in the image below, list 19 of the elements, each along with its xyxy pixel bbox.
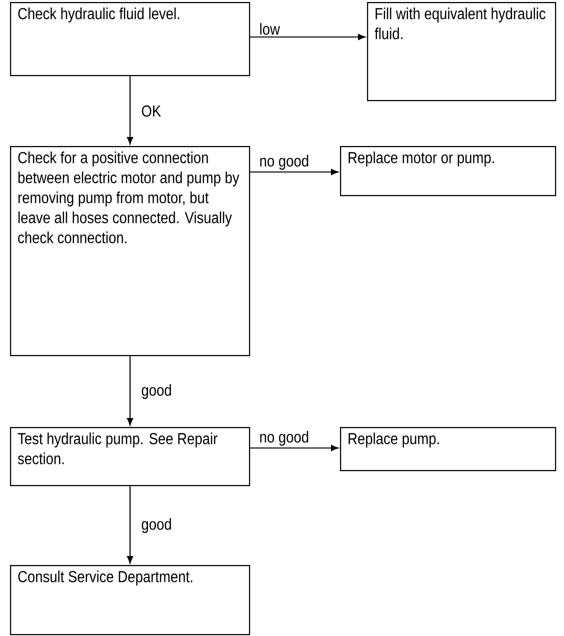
edge-label: good xyxy=(142,518,171,533)
arrow xyxy=(250,168,338,176)
process-box: Check hydraulic fluid level. xyxy=(10,2,250,76)
arrow xyxy=(126,356,134,426)
edge-label: no good xyxy=(260,154,308,170)
edge-label: no good xyxy=(260,430,308,446)
arrow xyxy=(250,34,366,40)
edge-label: OK xyxy=(142,105,161,117)
process-box: Replace pump. xyxy=(340,427,556,472)
arrow xyxy=(126,76,134,144)
process-box: Fill with equivalent hydraulic fluid. xyxy=(367,2,556,102)
arrow xyxy=(126,486,134,564)
process-box: Consult Service Department. xyxy=(10,565,250,636)
process-box: Replace motor or pump. xyxy=(340,146,556,196)
process-box: Test hydraulic pump. See Repair section. xyxy=(10,427,250,486)
edge-label: good xyxy=(142,384,171,399)
edge-label: low xyxy=(260,23,280,35)
arrow xyxy=(250,444,338,452)
process-box: Check for a positive connection between electric motor and pump by removing pump from motor, but leave all hoses connected. Visually check connection. xyxy=(10,146,250,356)
